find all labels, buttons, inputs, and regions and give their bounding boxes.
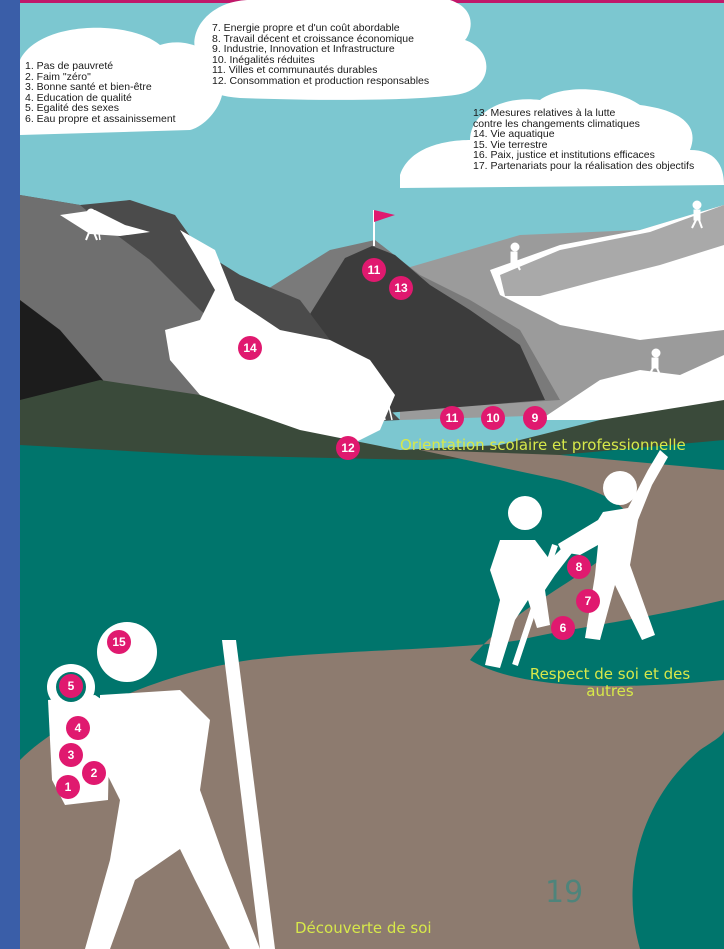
sdg-item: 16. Paix, justice et institutions effica… (473, 149, 655, 162)
hiker-small-5-icon (371, 387, 393, 421)
svg-text:5: 5 (68, 679, 75, 693)
sdg-item: 15. Vie terrestre (473, 138, 548, 151)
cloud-middle-text: 7. Energie propre et d'un coût abordable… (212, 23, 429, 87)
sdg-item: 12. Consommation et production responsab… (212, 74, 430, 87)
sdg-item: 9. Industrie, Innovation et Infrastructu… (212, 43, 395, 56)
sdg-item: 8. Travail décent et croissance économiq… (212, 32, 414, 45)
svg-text:4: 4 (75, 721, 82, 735)
svg-text:11: 11 (368, 263, 381, 277)
badge: 7 (576, 589, 600, 613)
svg-text:11: 11 (446, 411, 459, 425)
svg-text:8: 8 (576, 560, 583, 574)
snow-patch-top-left (60, 210, 150, 236)
badge: 4 (66, 716, 90, 740)
glacier (165, 230, 395, 445)
green-hills (20, 380, 724, 470)
left-margin-strip (0, 0, 20, 949)
sdg-item: 1. Pas de pauvreté (25, 60, 114, 72)
sdg-item: 14. Vie aquatique (473, 128, 555, 141)
sdg-item: 7. Energie propre et d'un coût abordable (212, 22, 400, 34)
hiker-small-4-icon (647, 348, 662, 378)
sdg-item: 6. Eau propre et assainissement (25, 112, 176, 125)
sdg-item: 17. Partenariats pour la réalisation des… (473, 159, 695, 172)
badge: 11 (362, 258, 386, 282)
cloud-left (20, 27, 223, 135)
badge: 14 (238, 336, 262, 360)
hiker-small-3-icon (507, 242, 521, 271)
badge: 2 (82, 761, 106, 785)
svg-text:3: 3 (68, 748, 75, 762)
svg-text:14: 14 (243, 341, 257, 355)
badge: 13 (389, 276, 413, 300)
sdg-item: 4. Education de qualité (25, 91, 132, 104)
label-respect-line2: autres (586, 682, 634, 700)
sdg-item: contre les changements climatiques (473, 117, 640, 130)
sdg-item: 5. Egalité des sexes (25, 102, 119, 115)
snow-slope-right (540, 355, 724, 420)
sdg-item: 10. Inégalités réduites (212, 53, 315, 66)
sdg-item: 3. Bonne santé et bien-être (25, 81, 152, 94)
badge: 3 (59, 743, 83, 767)
svg-text:1: 1 (65, 780, 72, 794)
badge: 1 (56, 775, 80, 799)
badge: 9 (523, 406, 547, 430)
svg-text:12: 12 (341, 441, 355, 455)
badge: 8 (567, 555, 591, 579)
svg-text:15: 15 (112, 635, 126, 649)
flag-icon (374, 210, 395, 222)
hiker-climber-icon (485, 496, 572, 668)
hiker-small-1-icon (85, 208, 101, 241)
page-number: 19 (545, 875, 584, 910)
sdg-item: 11. Villes et communautés durables (212, 64, 378, 77)
svg-text:10: 10 (486, 411, 500, 425)
label-respect-line1: Respect de soi et des (529, 665, 691, 683)
cloud-right (400, 89, 724, 188)
svg-text:7: 7 (585, 594, 592, 608)
svg-text:13: 13 (394, 281, 408, 295)
svg-text:9: 9 (532, 411, 539, 425)
label-decouverte: Découverte de soi (295, 919, 432, 937)
sdg-item: 2. Faim "zéro" (25, 70, 91, 83)
svg-text:2: 2 (91, 766, 98, 780)
badge: 5 (59, 674, 83, 698)
badge: 11 (440, 406, 464, 430)
sdg-item: 13. Mesures relatives à la lutte (473, 107, 616, 119)
label-orientation: Orientation scolaire et professionnelle (400, 436, 686, 454)
label-respect: Respect de soi et des autres (512, 666, 708, 700)
cloud-middle (189, 0, 487, 100)
cloud-right-text: 13. Mesures relatives à la lutte contre … (473, 108, 694, 172)
badge: 6 (551, 616, 575, 640)
hiker-helper-icon (558, 450, 668, 640)
svg-text:6: 6 (560, 621, 567, 635)
badge: 10 (481, 406, 505, 430)
hiker-small-2-icon (691, 200, 703, 229)
ridge-shade (500, 205, 724, 296)
badge: 12 (336, 436, 360, 460)
badge: 15 (107, 630, 131, 654)
cloud-left-text: 1. Pas de pauvreté 2. Faim "zéro" 3. Bon… (25, 61, 176, 125)
